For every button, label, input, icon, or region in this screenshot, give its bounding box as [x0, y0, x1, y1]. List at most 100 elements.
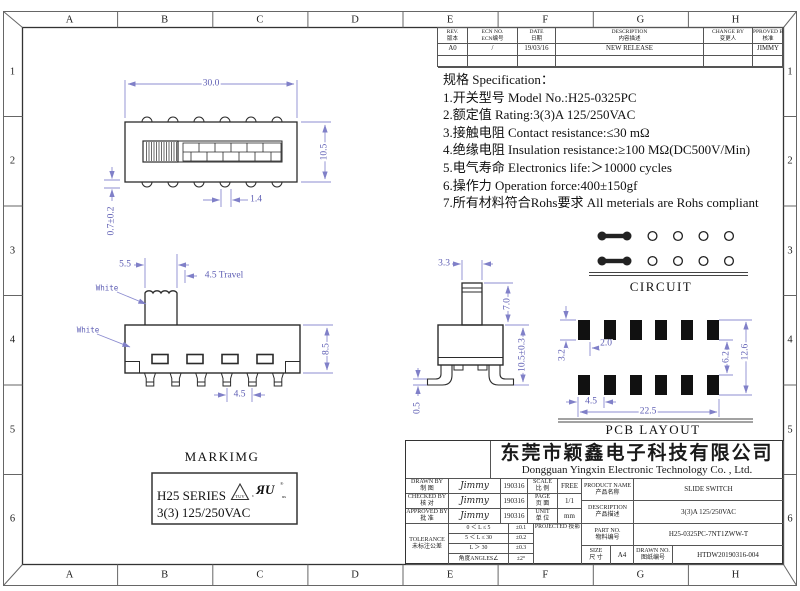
specification-item: 3.接触电阻 Contact resistance:≤30 mΩ	[443, 124, 650, 140]
specification-item: 4.绝缘电阻 Insulation resistance:≥100 MΩ(DC5…	[443, 142, 751, 158]
dim-pcb-row-gap: 6.2	[721, 350, 732, 364]
logo-cell	[406, 441, 491, 479]
grid-row-label: 2	[787, 155, 793, 167]
tolerance-value: ±0.1	[509, 524, 534, 534]
grid-row-label: 2	[9, 155, 16, 167]
ul-us-mark: us	[282, 494, 287, 499]
side-view-drawing	[426, 282, 515, 386]
grid-col-label: A	[65, 14, 74, 25]
grid-row-label: 4	[9, 334, 16, 346]
tolerance-range: 0 ＜ L ≤ 5	[449, 524, 509, 534]
ul-reg-mark: ®	[280, 481, 284, 486]
dim-front-travel: 4.5 Travel	[203, 270, 245, 281]
rev-cell-empty	[438, 56, 468, 68]
rev-cell-empty	[753, 56, 784, 68]
grid-col-label: H	[731, 14, 740, 25]
rev-cell-empty	[704, 56, 753, 68]
grid-row-label: 4	[787, 334, 793, 346]
approved-by-signature: Jimmy	[449, 509, 501, 524]
tolerance-range: L ＞ 30	[449, 544, 509, 554]
rev-cell: 19/03/16	[518, 44, 556, 56]
marking-area: TUV	[151, 472, 298, 525]
rev-cell-empty	[468, 56, 518, 68]
grid-row-label: 1	[787, 66, 793, 78]
dim-top-width: 30.0	[201, 78, 221, 89]
company-name-cell: 东莞市颖鑫电子科技有限公司 Dongguan Yingxin Electroni…	[491, 441, 784, 479]
grid-row-label: 6	[9, 513, 16, 525]
grid-row-label: 6	[787, 513, 793, 525]
rev-cell: A0	[438, 44, 468, 56]
specification-item: 7.所有材料符合Rohs要求 All meterials are Rohs co…	[443, 195, 759, 211]
grid-col-label: E	[446, 14, 454, 25]
checked-by-signature: Jimmy	[449, 494, 501, 509]
front-pins	[144, 372, 284, 387]
dim-pcb-pad-pitch: 4.5	[584, 396, 598, 407]
ul-logo-icon: ЯU	[256, 482, 275, 497]
ul-c-mark: c	[252, 493, 254, 498]
dim-top-pitch: 1.4	[249, 194, 263, 205]
front-view-drawing	[124, 290, 301, 387]
scale-value: FREE	[558, 479, 582, 494]
rev-cell-empty	[556, 56, 704, 68]
tuv-logo-text: TUV	[235, 494, 245, 499]
grid-col-label: C	[256, 569, 264, 581]
product-name-value: SLIDE SWITCH	[634, 479, 784, 501]
dim-front-pin-pitch: 4.5	[232, 389, 247, 400]
dim-top-pin-height: 0.7±0.2	[106, 205, 117, 237]
dim-side-total-height: 10.5±0.3	[517, 337, 528, 373]
specification-item: 5.电气寿命 Electronics life:＞10000 cycles	[443, 159, 672, 175]
front-knob-color-label: White	[95, 283, 119, 293]
rev-header: REV.版本	[438, 28, 468, 44]
marking-line1: H25 SERIES	[157, 488, 226, 503]
page-value: 1/1	[558, 494, 582, 509]
pcb-layout-title: PCB LAYOUT	[605, 422, 701, 437]
specification-item: 6.操作力 Operation force:400±150gf	[443, 177, 638, 193]
approved-by-date: 190316	[501, 509, 528, 524]
drawn-no-label: DRAWN NO.图纸编号	[634, 546, 673, 565]
company-name-cn: 东莞市颖鑫电子科技有限公司	[500, 443, 774, 464]
description-value: 3(3)A 125/250VAC	[634, 501, 784, 524]
dim-top-height: 10.5	[319, 142, 330, 162]
grid-col-label: H	[731, 569, 740, 581]
tolerance-value: ±0.3	[509, 544, 534, 554]
rev-header: APPROVED BY核准	[753, 28, 784, 44]
grid-col-label: G	[636, 14, 645, 25]
grid-col-label: C	[256, 14, 264, 25]
grid-col-label: F	[542, 14, 549, 25]
brick-pattern	[182, 142, 282, 162]
rev-cell: /	[468, 44, 518, 56]
tolerance-range: 角度ANGLES∠	[449, 554, 509, 565]
front-body-color-label: White	[76, 325, 100, 335]
title-block: 东莞市颖鑫电子科技有限公司 Dongguan Yingxin Electroni…	[405, 440, 784, 565]
dim-front-body-height: 8.5	[321, 342, 332, 356]
dim-pcb-total-width: 22.5	[638, 406, 658, 417]
rev-cell	[704, 44, 753, 56]
marking-title: MARKIMG	[184, 449, 260, 464]
part-no-value: H25-0325PC-7NT1ZWW-T	[634, 524, 784, 546]
part-no-label: PART NO.物料编号	[582, 524, 634, 546]
dim-pcb-pad-width: 2.0	[599, 338, 613, 349]
tolerance-range: 5 ＜ L ≤ 30	[449, 534, 509, 544]
circuit-title: CIRCUIT	[629, 278, 693, 294]
circuit-diagram	[589, 230, 748, 276]
drawn-by-signature: Jimmy	[449, 479, 501, 494]
grid-row-label: 3	[9, 245, 16, 257]
tuv-logo-icon	[230, 482, 250, 501]
company-name-en: Dongguan Yingxin Electronic Technology C…	[521, 464, 753, 476]
top-view-drawing	[124, 116, 298, 188]
rev-cell: JIMMY	[753, 44, 784, 56]
grid-col-label: E	[446, 569, 454, 581]
drawn-by-date: 190316	[501, 479, 528, 494]
